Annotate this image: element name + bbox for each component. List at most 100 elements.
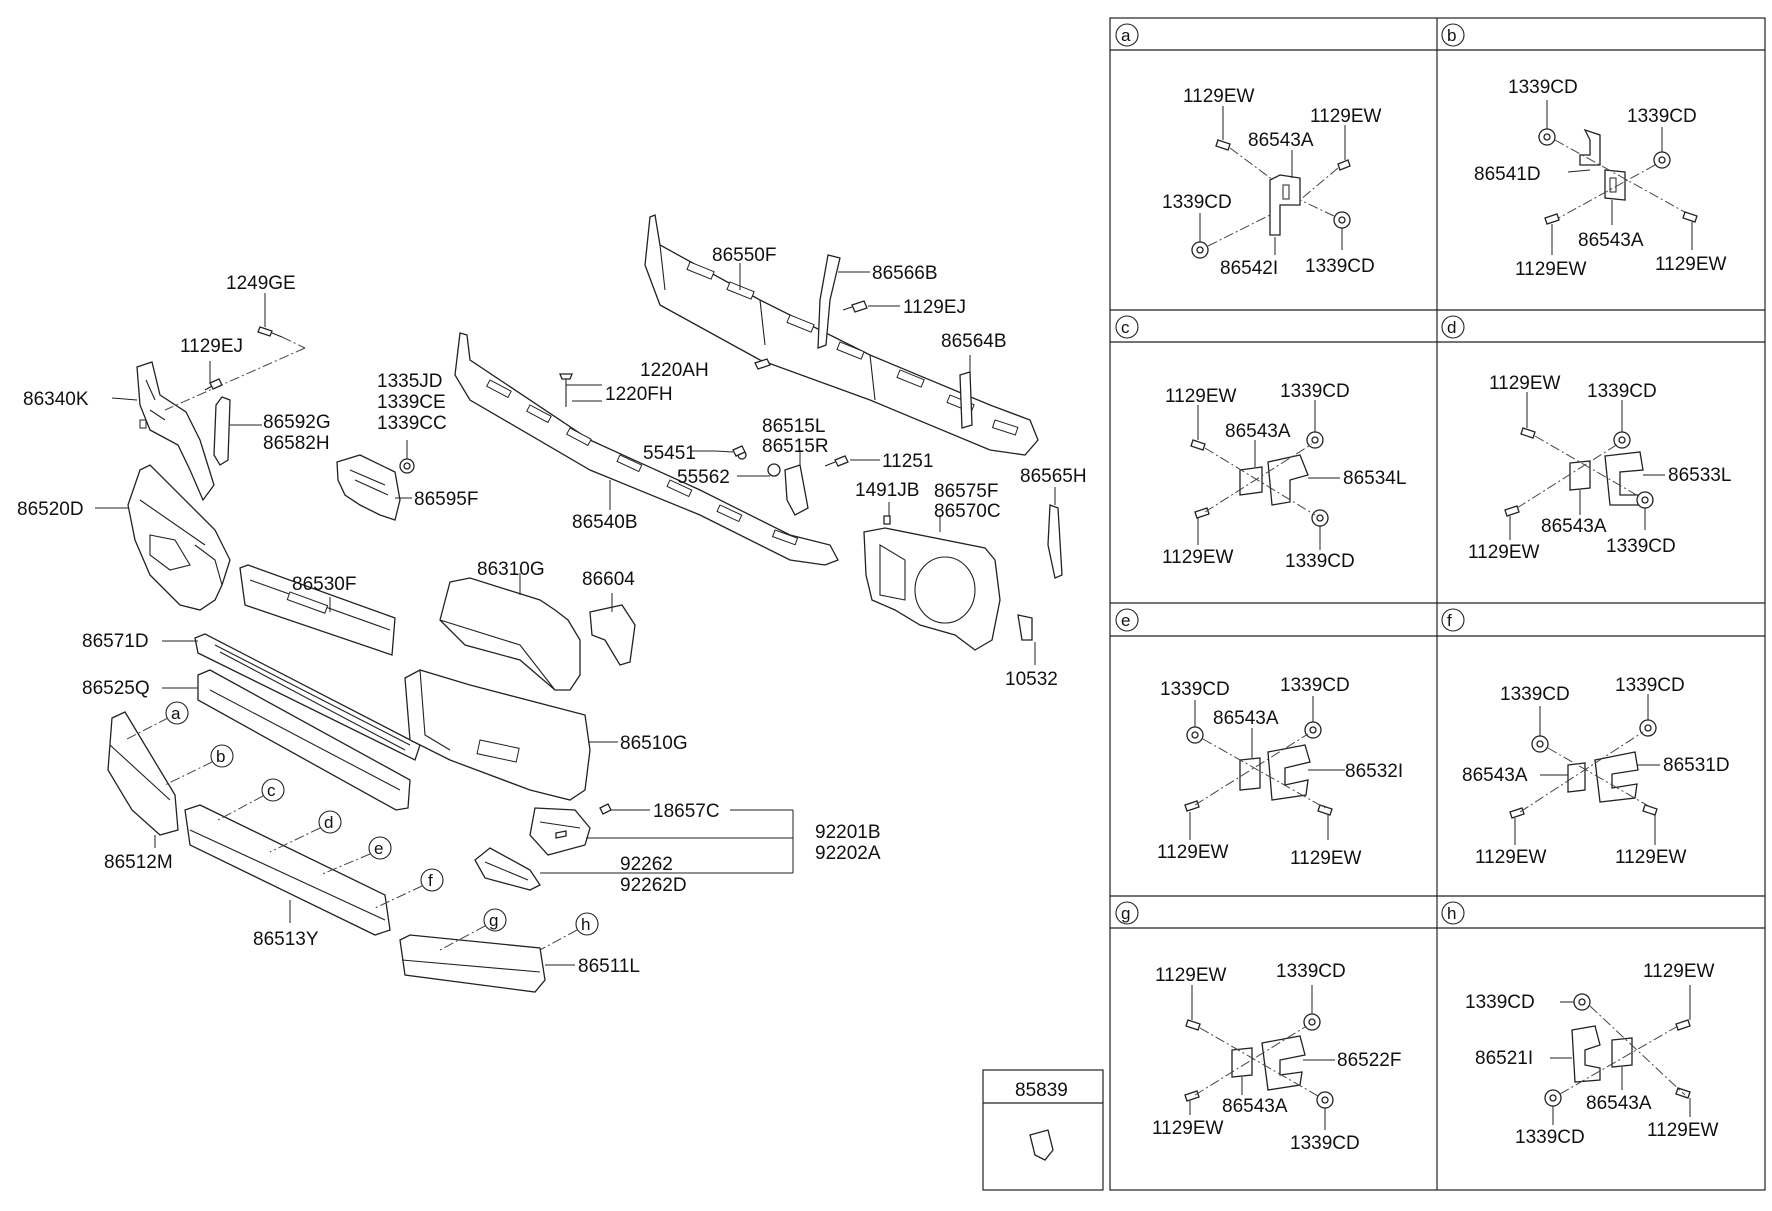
panel-d-label-86543a: 86543A — [1541, 516, 1607, 537]
label-1129ej-left: 1129EJ — [180, 336, 243, 357]
exploded-view: 1249GE 1129EJ 86340K 86592G 86582H 1335J… — [17, 214, 1087, 993]
label-86592g: 86592G — [263, 412, 331, 433]
callout-letter-e: e — [374, 839, 383, 858]
label-86566b: 86566B — [872, 263, 938, 284]
panel-d-label-1129ew-bottom: 1129EW — [1468, 542, 1540, 563]
label-86570c: 86570C — [934, 501, 1001, 522]
carrier-86575f — [863, 527, 1001, 651]
panel-f-label-86543a: 86543A — [1462, 765, 1528, 786]
label-18657c: 18657C — [653, 801, 720, 822]
bracket-86564b — [959, 371, 973, 429]
label-86520d: 86520D — [17, 499, 84, 520]
panel-f-label-1339cd-left: 1339CD — [1500, 684, 1570, 705]
label-92262: 92262 — [620, 854, 673, 875]
bolt-1129ej-left — [204, 378, 223, 391]
label-10532: 10532 — [1005, 669, 1058, 690]
label-86604: 86604 — [582, 569, 635, 590]
panel-c-header: c — [1121, 318, 1130, 337]
label-86525q: 86525Q — [82, 678, 150, 699]
bulb-18657c — [599, 803, 612, 815]
screw-92202a — [555, 830, 567, 839]
panel-c-label-86543a: 86543A — [1225, 421, 1291, 442]
panel-d-header: d — [1447, 318, 1456, 337]
screw-1220ah — [559, 358, 771, 407]
label-92202a: 92202A — [815, 843, 881, 864]
panel-c-label-1129ew-top: 1129EW — [1165, 386, 1237, 407]
panel-c-label-86534l: 86534L — [1343, 468, 1406, 489]
panel-g-label-86522f: 86522F — [1337, 1050, 1401, 1071]
callout-markers — [124, 701, 599, 951]
label-86511l: 86511L — [578, 956, 640, 977]
panel-f: 1339CD 1339CD 86543A 86531D 1129EW 1129E… — [1462, 675, 1730, 868]
label-86515l: 86515L — [762, 416, 825, 437]
label-1339cc: 1339CC — [377, 413, 447, 434]
panel-d-label-1129ew-top: 1129EW — [1489, 373, 1561, 394]
panel-f-label-1129ew-right: 1129EW — [1615, 847, 1687, 868]
bracket-86515l — [714, 445, 849, 516]
callout-letter-d: d — [324, 813, 333, 832]
panel-e-label-86543a: 86543A — [1213, 708, 1279, 729]
bumper-cap-86520d — [127, 464, 231, 611]
panel-g-header: g — [1121, 904, 1130, 923]
label-1491jb: 1491JB — [855, 480, 919, 501]
panel-c-label-1339cd-bottom: 1339CD — [1285, 551, 1355, 572]
panel-f-label-86531d: 86531D — [1663, 755, 1730, 776]
panel-e-label-86532i: 86532I — [1345, 761, 1403, 782]
panel-d-label-1339cd-bottom: 1339CD — [1606, 536, 1676, 557]
panel-g-label-1129ew-bottom: 1129EW — [1152, 1118, 1224, 1139]
box-85839: 85839 — [982, 1069, 1104, 1191]
panel-c-label-1339cd-top: 1339CD — [1280, 381, 1350, 402]
bracket-86592g — [213, 396, 231, 466]
callout-letter-c: c — [267, 781, 276, 800]
label-1220ah: 1220AH — [640, 360, 709, 381]
panel-h-label-86521i: 86521I — [1475, 1048, 1533, 1069]
panel-b-label-1129ew-left: 1129EW — [1515, 259, 1587, 280]
panel-e-label-1129ew-left: 1129EW — [1157, 842, 1229, 863]
label-1220fh: 1220FH — [605, 384, 673, 405]
label-86565h: 86565H — [1020, 466, 1087, 487]
label-1339ce: 1339CE — [377, 392, 446, 413]
panel-a-label-86542i: 86542I — [1220, 258, 1278, 279]
detail-grid: a b c d e f g h — [1109, 17, 1766, 1191]
callout-letter-h: h — [581, 915, 590, 934]
grille-86571d — [194, 633, 421, 761]
panel-g-label-1129ew-top: 1129EW — [1155, 965, 1227, 986]
panel-h: 1129EW 1339CD 86521I 86543A 1339CD 1129E… — [1465, 961, 1719, 1148]
label-55451: 55451 — [643, 443, 696, 464]
clip-1491jb — [883, 515, 891, 525]
clip-10532 — [1017, 614, 1033, 641]
label-1249ge: 1249GE — [226, 273, 296, 294]
panel-e-label-1339cd-right: 1339CD — [1280, 675, 1350, 696]
bolt-1129ej-right — [842, 300, 868, 313]
grille-86530f — [239, 564, 396, 656]
panel-c-label-1129ew-bottom: 1129EW — [1162, 547, 1234, 568]
bracket-86340k — [136, 361, 215, 502]
bumper-86510g — [404, 669, 591, 801]
bolt-1249ge — [164, 326, 306, 411]
cover-86511l — [399, 934, 546, 993]
panel-f-label-1129ew-left: 1129EW — [1475, 847, 1547, 868]
panel-h-label-1339cd-left: 1339CD — [1465, 992, 1535, 1013]
panel-b-label-1129ew-right: 1129EW — [1655, 254, 1727, 275]
callout-letter-f: f — [428, 871, 433, 890]
panel-h-header: h — [1447, 904, 1456, 923]
label-86530f: 86530F — [292, 574, 356, 595]
label-86515r: 86515R — [762, 436, 829, 457]
label-55562: 55562 — [677, 467, 730, 488]
panel-d-label-86533l: 86533L — [1668, 465, 1731, 486]
cover-86310g — [439, 577, 581, 691]
label-86571d: 86571D — [82, 631, 149, 652]
panel-c: 1129EW 1339CD 86543A 86534L 1129EW 1339C… — [1162, 381, 1406, 572]
callout-letter-g: g — [489, 911, 498, 930]
panel-a: 1129EW 86543A 1129EW 1339CD 86542I 1339C… — [1162, 86, 1382, 279]
panel-h-label-1129ew-top: 1129EW — [1643, 961, 1715, 982]
label-86513y: 86513Y — [253, 929, 319, 950]
label-1335jd: 1335JD — [377, 371, 443, 392]
label-92262d: 92262D — [620, 875, 687, 896]
panel-a-header: a — [1121, 26, 1131, 45]
bezel-92262 — [474, 847, 541, 891]
bracket-86595f — [336, 454, 415, 521]
panel-g-label-86543a: 86543A — [1222, 1096, 1288, 1117]
label-86340k: 86340K — [23, 389, 89, 410]
